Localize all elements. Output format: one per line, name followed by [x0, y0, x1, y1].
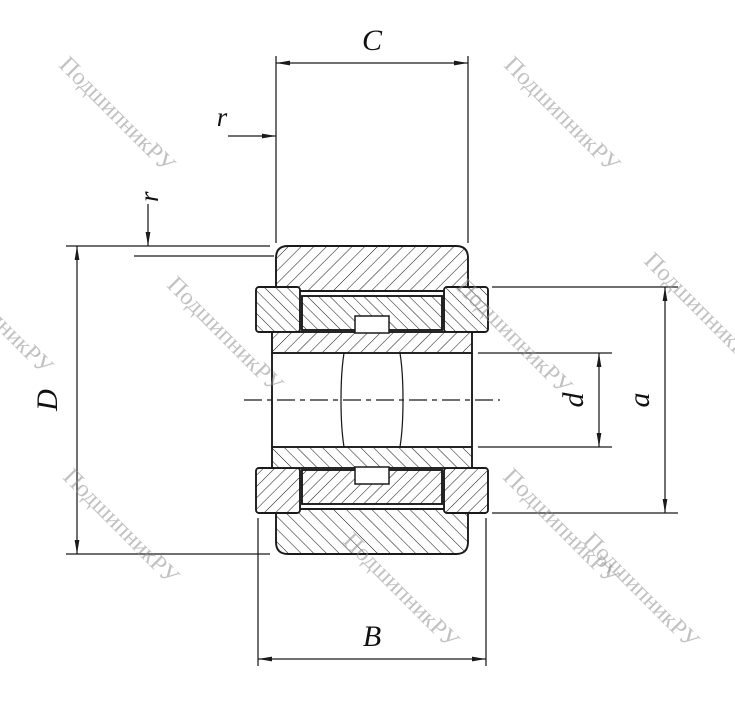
watermark-text: ПодшипникРУ — [499, 52, 625, 178]
bore-profile-left — [340, 352, 345, 448]
watermark-text: ПодшипникРУ — [578, 528, 704, 654]
inner-ring-section — [271, 331, 473, 354]
label-r-top: r — [217, 102, 228, 132]
watermark-text: ПодшипникРУ — [54, 52, 180, 178]
label-C: C — [362, 24, 383, 57]
dim-r-side: r — [134, 191, 274, 257]
outer-ring-section — [275, 245, 469, 292]
dim-C: C — [275, 24, 469, 243]
watermark-text: ПодшипникРУ — [639, 248, 735, 374]
label-d: d — [557, 392, 590, 408]
label-a: a — [623, 393, 656, 408]
bearing-top-half — [255, 245, 489, 354]
label-B: B — [363, 620, 381, 653]
dim-r-top: r — [217, 102, 276, 139]
side-plate-left — [255, 286, 301, 333]
label-D: D — [31, 389, 64, 412]
dim-D: D — [31, 245, 270, 555]
label-r-side: r — [134, 191, 164, 202]
dim-d: d — [478, 352, 612, 448]
bearing-bottom-half — [255, 446, 489, 555]
dim-a: a — [492, 286, 678, 514]
watermark-text: ПодшипникРУ — [0, 254, 58, 380]
lubrication-hole — [354, 315, 390, 334]
dim-B: B — [257, 518, 487, 666]
